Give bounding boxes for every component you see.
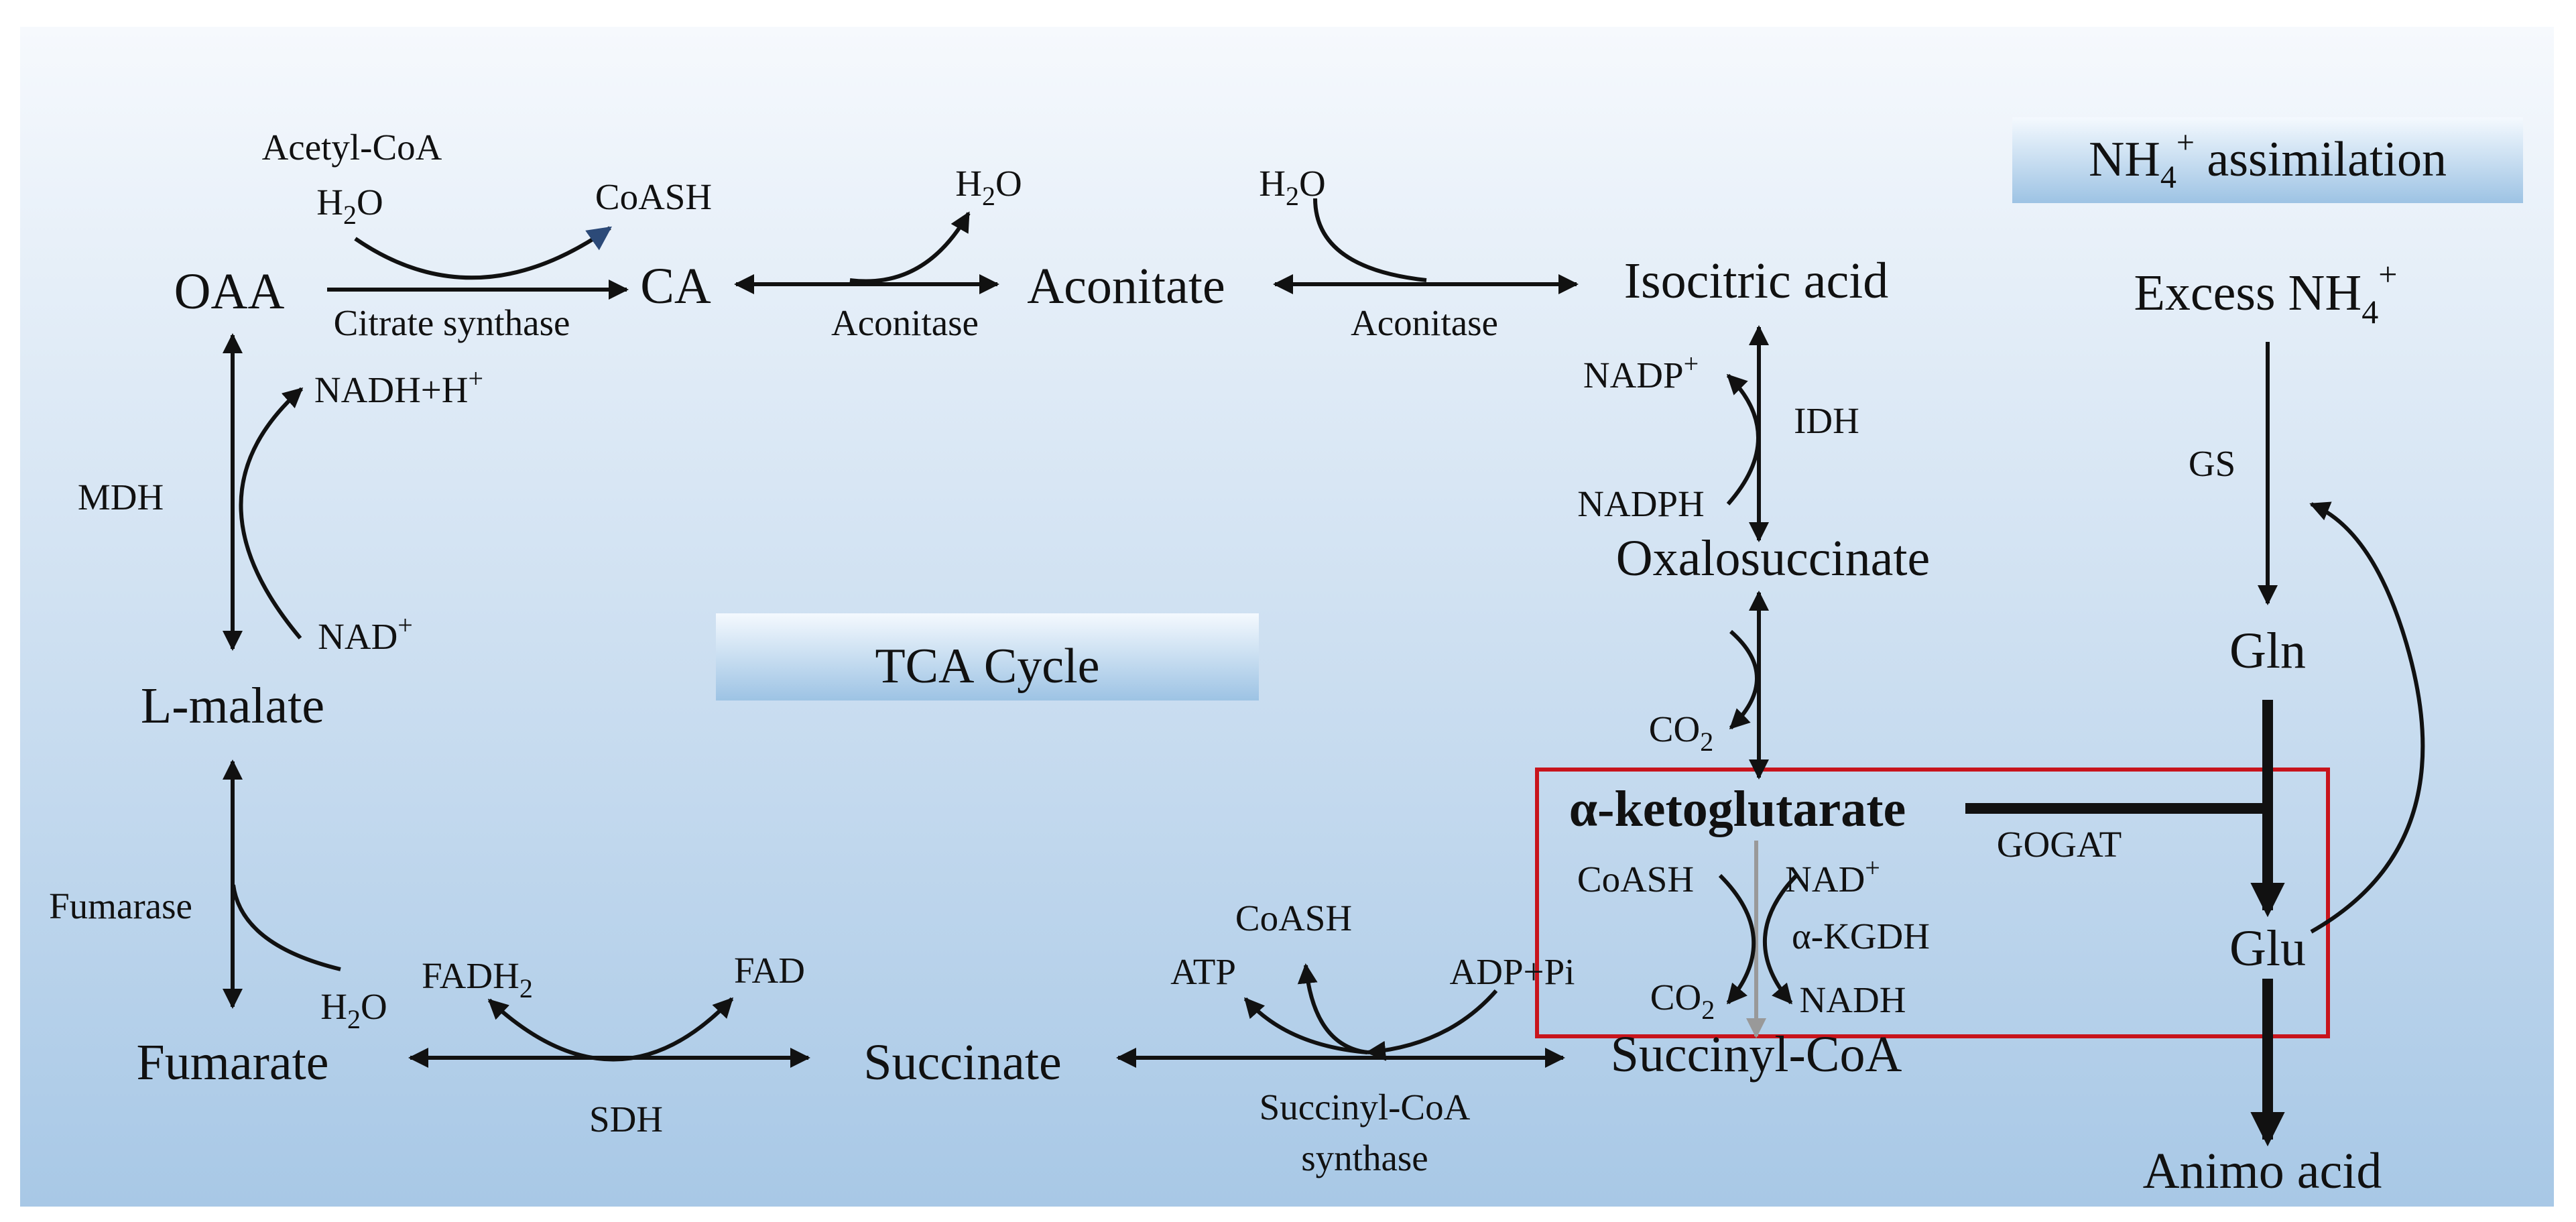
tca-label-box xyxy=(716,613,1259,700)
cofactor-nadh-akgdh: NADH xyxy=(1800,979,1906,1020)
cofactor-h2o-citrate-synthase: H2O xyxy=(316,182,383,230)
arrow-idh-nadp-nadph xyxy=(1726,373,1760,505)
arrow-acetyl-coa-to-coash xyxy=(354,226,612,280)
enzyme-fumarase: Fumarase xyxy=(49,885,192,926)
metabolite-l-malate: L-malate xyxy=(141,678,324,734)
metabolite-oxalosuccinate: Oxalosuccinate xyxy=(1616,530,1930,587)
cofactor-nadh-h: NADH+H+ xyxy=(314,363,483,410)
cofactor-adp-pi: ADP+Pi xyxy=(1450,951,1575,992)
arrow-aconitase-h2o-in xyxy=(1313,198,1427,282)
arrow-akgdh-coash xyxy=(1718,873,1756,1005)
arrow-fumarase-h2o xyxy=(231,884,341,971)
cofactor-nadph: NADPH xyxy=(1577,483,1704,524)
cofactor-fad: FAD xyxy=(734,950,805,991)
metabolite-isocitric-acid: Isocitric acid xyxy=(1624,253,1889,309)
arrow-sdh-fad-fadh2 xyxy=(487,997,734,1062)
metabolite-succinate: Succinate xyxy=(863,1034,1061,1091)
enzyme-succinyl-coa-synthase: Succinyl-CoA xyxy=(1260,1087,1471,1127)
cofactor-coash-akgdh: CoASH xyxy=(1577,859,1694,900)
background-panel xyxy=(20,27,2554,1207)
alpha-kg-highlight-box xyxy=(1535,768,2330,1038)
metabolite-animo-acid: Animo acid xyxy=(2143,1143,2382,1199)
enzyme-gs: GS xyxy=(2189,443,2235,484)
cofactor-nadp: NADP+ xyxy=(1583,349,1699,395)
enzyme-sdh: SDH xyxy=(589,1099,663,1140)
metabolite-gln: Gln xyxy=(2229,623,2306,679)
enzyme-aconitase-2: Aconitase xyxy=(1351,302,1498,343)
nh4-label-box xyxy=(2012,117,2523,203)
cofactor-coash-citrate-synthase: CoASH xyxy=(595,176,712,217)
cofactor-co2-oxalosuccinate: CO2 xyxy=(1649,709,1713,757)
metabolite-glu: Glu xyxy=(2229,920,2306,977)
enzyme-idh: IDH xyxy=(1794,400,1859,441)
metabolite-alpha-ketoglutarate: α-ketoglutarate xyxy=(1569,781,1906,837)
arrow-glu-to-gs-loop xyxy=(2309,501,2425,934)
cofactor-h2o-aconitase-2: H2O xyxy=(1259,163,1325,211)
enzyme-gogat: GOGAT xyxy=(1997,824,2122,865)
nh4-assimilation-label: NH4+ assimilation xyxy=(2089,125,2447,195)
cofactor-coash-succinyl-coa-synthase: CoASH xyxy=(1235,898,1352,938)
tca-cycle-label: TCA Cycle xyxy=(875,639,1099,694)
cofactor-h2o-aconitase-1: H2O xyxy=(955,163,1022,211)
arrow-scs-adp-pi xyxy=(1365,989,1498,1061)
cofactor-nad-akgdh: NAD+ xyxy=(1785,853,1880,900)
arrow-scs-coash xyxy=(1297,963,1368,1054)
enzyme-citrate-synthase: Citrate synthase xyxy=(334,302,570,343)
metabolite-aconitate: Aconitate xyxy=(1027,258,1225,314)
cofactor-atp: ATP xyxy=(1170,951,1236,992)
cofactor-h2o-fumarase: H2O xyxy=(320,986,387,1034)
enzyme-succinyl-coa-synthase-2: synthase xyxy=(1301,1138,1428,1178)
enzyme-aconitase-1: Aconitase xyxy=(831,302,979,343)
cofactor-co2-akgdh: CO2 xyxy=(1650,977,1715,1025)
metabolite-ca: CA xyxy=(640,258,711,314)
cofactor-fadh2: FADH2 xyxy=(422,955,533,1003)
arrow-scs-atp xyxy=(1243,997,1368,1054)
arrow-akgdh-nad xyxy=(1763,873,1798,1005)
arrow-mdh-nad-nadh xyxy=(239,387,304,639)
arrow-co2-release xyxy=(1729,629,1759,730)
enzyme-akgdh: α-KGDH xyxy=(1792,916,1930,957)
enzyme-mdh: MDH xyxy=(78,477,164,517)
cofactor-nad-mdh: NAD+ xyxy=(318,610,413,657)
metabolite-fumarate: Fumarate xyxy=(136,1034,328,1091)
metabolite-oaa: OAA xyxy=(174,263,285,320)
arrow-aconitate-h2o-out xyxy=(849,211,971,284)
cofactor-acetyl-coa: Acetyl-CoA xyxy=(262,127,442,168)
metabolite-excess-nh4: Excess NH4+ xyxy=(2134,255,2397,330)
